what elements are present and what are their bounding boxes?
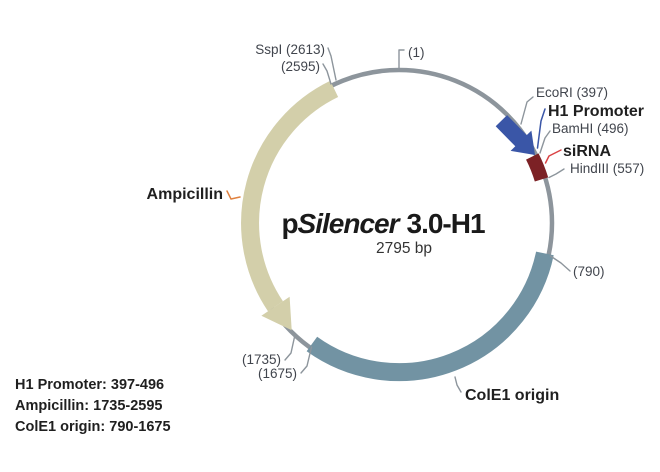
hindiii-leader-line [548, 168, 565, 179]
legend-line-h1-promoter: H1 Promoter: 397-496 [15, 377, 164, 393]
legend-line-ampicillin: Ampicillin: 1735-2595 [15, 398, 163, 414]
plasmid-size-label: 2795 bp [376, 240, 432, 257]
bamhi-label: BamHI (496) [552, 121, 629, 136]
pos790-label: (790) [573, 264, 605, 279]
plasmid-title-suffix: 3.0-H1 [407, 208, 485, 239]
ampicillin-leader-line [226, 190, 241, 200]
h1-promoter-label: H1 Promoter [548, 103, 644, 120]
plasmid-title-italic: Silencer [298, 208, 402, 239]
plasmid-title-prefix: p [281, 208, 297, 239]
legend-line-cole1: ColE1 origin: 790-1675 [15, 419, 171, 435]
cole1-origin-arc [306, 251, 554, 382]
ecori-leader-line [520, 96, 534, 125]
pos1735-leader-line [284, 336, 296, 361]
ampicillin-arrowhead [261, 296, 292, 331]
pos1-label: (1) [408, 45, 425, 60]
pos1735-label: (1735) [242, 352, 281, 367]
cole1-origin-label: ColE1 origin [465, 387, 559, 404]
pos1675-label: (1675) [258, 366, 297, 381]
sirna-segment [525, 153, 549, 182]
sspi-leader-line [327, 47, 337, 81]
bamhi-leader-line [539, 130, 551, 154]
cole1-leader-line [454, 376, 462, 393]
ampicillin-label: Ampicillin [147, 186, 223, 203]
sspi-label: SspI (2613) [255, 42, 325, 57]
ampicillin-arc [241, 80, 339, 312]
pos1675-leader-line [300, 346, 313, 374]
sirna-label: siRNA [563, 143, 611, 160]
pos1-tick-line [398, 49, 405, 72]
h1-promoter-leader-line [536, 108, 546, 149]
pos2595-leader-line [322, 63, 332, 85]
hindiii-label: HindIII (557) [570, 161, 644, 176]
h1-promoter-arrow [495, 115, 535, 155]
pos790-leader-line [549, 255, 571, 272]
ecori-label: EcoRI (397) [536, 85, 608, 100]
sirna-leader-line [544, 149, 562, 164]
pos2595-label: (2595) [281, 59, 320, 74]
